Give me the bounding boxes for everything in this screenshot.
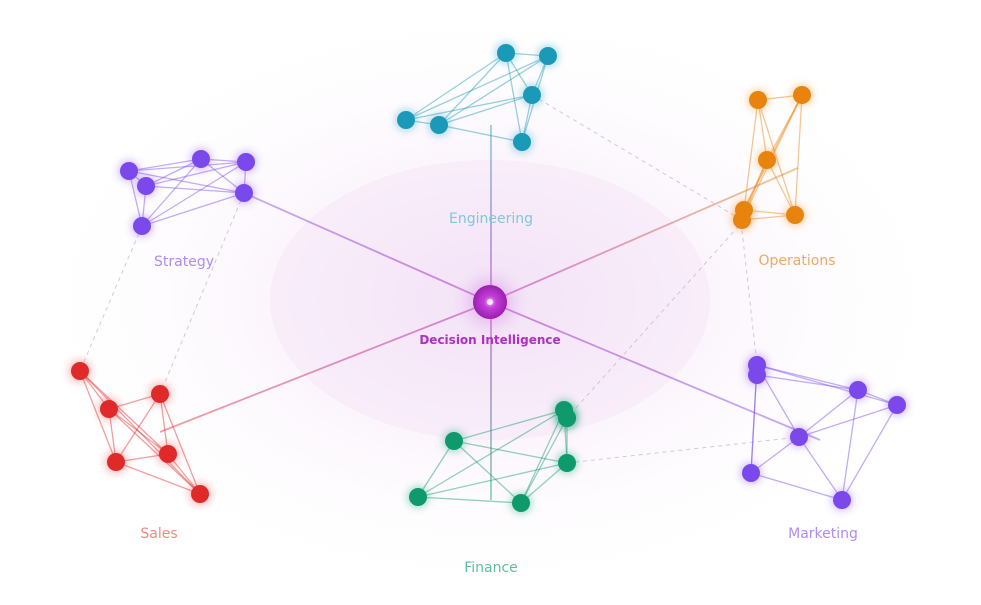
edge-engineering-10 (438, 94, 533, 126)
hub-label: Decision Intelligence (419, 333, 560, 347)
node-engineering-0[interactable] (497, 44, 515, 62)
cross-link-5 (566, 436, 800, 464)
cluster-nodes (69, 42, 908, 514)
node-engineering-2[interactable] (523, 86, 541, 104)
node-strategy-3[interactable] (237, 153, 255, 171)
edge-marketing-0 (756, 364, 859, 391)
edge-marketing-1 (756, 364, 898, 406)
cluster-label-operations: Operations (759, 253, 836, 269)
edge-strategy-5 (145, 161, 247, 187)
node-strategy-2[interactable] (192, 150, 210, 168)
edge-sales-3 (79, 370, 201, 495)
edge-engineering-3 (438, 52, 507, 126)
cross-link-4 (741, 229, 758, 366)
edge-finance-1 (453, 440, 568, 464)
node-operations-0[interactable] (749, 91, 767, 109)
edge-marketing-11 (750, 472, 843, 501)
spoke-sales (159, 301, 491, 433)
edge-strategy-1 (128, 158, 202, 172)
cross-cluster-links (79, 94, 800, 464)
node-sales-4[interactable] (159, 445, 177, 463)
node-engineering-4[interactable] (430, 116, 448, 134)
edge-sales-6 (108, 408, 169, 455)
edge-strategy-2 (128, 161, 247, 172)
edge-strategy-12 (141, 161, 247, 227)
node-engineering-3[interactable] (397, 111, 415, 129)
node-sales-2[interactable] (151, 385, 169, 403)
cluster-label-engineering: Engineering (449, 211, 533, 227)
edge-finance-11 (417, 409, 565, 498)
node-sales-1[interactable] (100, 400, 118, 418)
node-sales-5[interactable] (191, 485, 209, 503)
node-operations-2[interactable] (758, 151, 776, 169)
node-sales-3[interactable] (107, 453, 125, 471)
edge-marketing-6 (841, 389, 859, 501)
edge-operations-13 (794, 94, 803, 216)
edge-marketing-13 (756, 374, 859, 391)
edge-finance-7 (520, 417, 568, 504)
node-engineering-5[interactable] (513, 133, 531, 151)
node-marketing-6[interactable] (748, 366, 766, 384)
edge-finance-2 (453, 440, 522, 504)
node-marketing-5[interactable] (833, 491, 851, 509)
edge-operations-2 (743, 99, 759, 211)
hub-center-spark (487, 299, 493, 305)
node-finance-0[interactable] (445, 432, 463, 450)
edge-sales-7 (108, 408, 201, 495)
node-marketing-4[interactable] (742, 464, 760, 482)
edge-finance-5 (520, 409, 565, 504)
node-marketing-1[interactable] (849, 381, 867, 399)
edge-engineering-9 (405, 94, 533, 121)
node-strategy-1[interactable] (137, 177, 155, 195)
edge-sales-8 (115, 393, 161, 463)
edge-finance-0 (453, 409, 565, 442)
edge-strategy-3 (128, 170, 245, 194)
edge-finance-10 (417, 496, 522, 504)
cluster-label-strategy: Strategy (154, 254, 214, 270)
edge-strategy-13 (141, 192, 245, 227)
node-strategy-5[interactable] (133, 217, 151, 235)
node-operations-5[interactable] (786, 206, 804, 224)
edge-marketing-7 (798, 404, 898, 438)
edge-operations-4 (766, 94, 803, 161)
node-finance-5[interactable] (512, 494, 530, 512)
node-strategy-4[interactable] (235, 184, 253, 202)
cluster-label-finance: Finance (464, 560, 518, 576)
node-sales-0[interactable] (71, 362, 89, 380)
node-finance-3[interactable] (558, 454, 576, 472)
edge-engineering-6 (405, 55, 549, 121)
edge-marketing-8 (841, 404, 898, 501)
node-operations-1[interactable] (793, 86, 811, 104)
edge-engineering-2 (405, 52, 507, 121)
node-finance-4[interactable] (409, 488, 427, 506)
edge-engineering-4 (505, 52, 523, 143)
edge-finance-12 (417, 440, 455, 498)
node-marketing-3[interactable] (790, 428, 808, 446)
hub[interactable]: Decision Intelligence (419, 260, 561, 347)
edge-finance-8 (417, 462, 568, 498)
edge-sales-1 (79, 370, 117, 463)
node-operations-4[interactable] (733, 211, 751, 229)
edge-strategy-6 (145, 185, 245, 194)
edge-engineering-7 (438, 55, 549, 126)
cluster-label-sales: Sales (140, 526, 177, 542)
edge-sales-2 (79, 370, 169, 455)
spoke-operations (489, 167, 799, 303)
cluster-label-marketing: Marketing (788, 526, 858, 542)
node-strategy-0[interactable] (120, 162, 138, 180)
edge-engineering-13 (438, 124, 523, 143)
cross-link-2 (531, 94, 743, 221)
node-engineering-1[interactable] (539, 47, 557, 65)
edge-sales-12 (115, 461, 201, 495)
edge-sales-10 (159, 393, 201, 495)
cross-link-0 (79, 225, 143, 372)
spoke-strategy (243, 192, 491, 303)
node-finance-6[interactable] (558, 409, 576, 427)
edge-marketing-5 (798, 389, 859, 438)
spoke-marketing (489, 301, 821, 441)
edge-marketing-10 (798, 436, 843, 501)
edge-strategy-10 (141, 158, 202, 227)
node-marketing-2[interactable] (888, 396, 906, 414)
